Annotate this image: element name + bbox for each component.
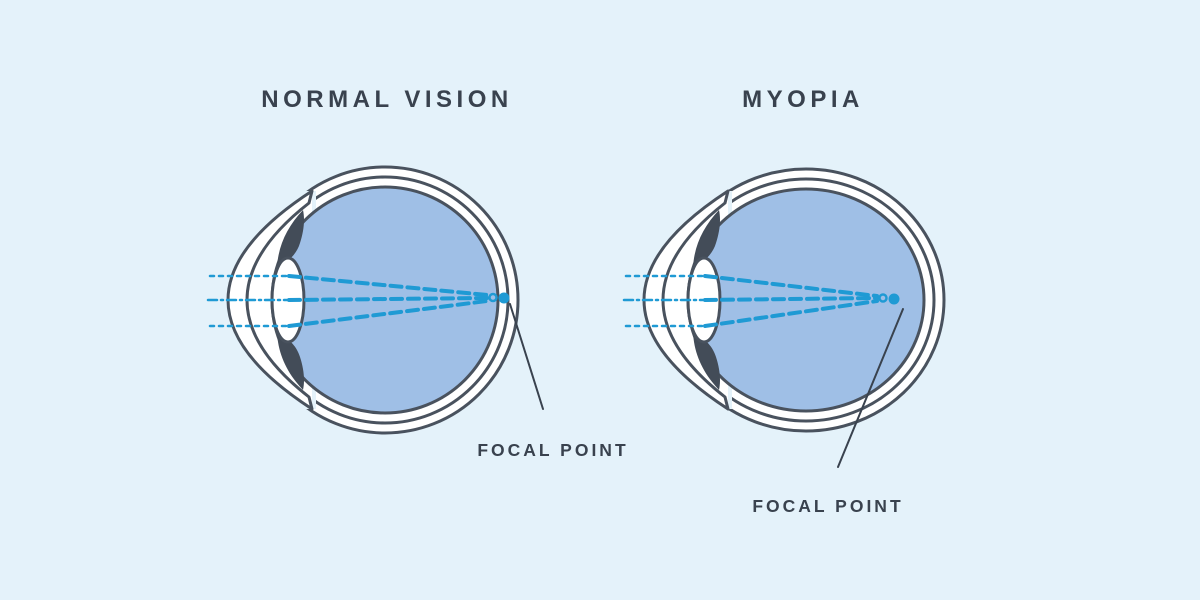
light-ray-middle-inner	[287, 296, 489, 302]
focal-point-label-normal: FOCAL POINT	[477, 440, 628, 460]
cornea	[642, 189, 730, 411]
iris-upper	[277, 210, 304, 268]
iris-lower	[693, 332, 720, 390]
panel-title-normal-vision: NORMAL VISION	[261, 86, 512, 113]
panel-title-myopia: MYOPIA	[742, 86, 864, 113]
focal-point-dot	[498, 292, 510, 304]
light-ray-top-inner	[703, 274, 879, 298]
light-rays	[206, 274, 489, 328]
light-rays	[622, 274, 879, 328]
iris-upper	[693, 210, 720, 268]
myopia-eye-diagram	[622, 167, 946, 468]
cornea	[226, 189, 314, 411]
light-ray-bottom-inner	[703, 299, 879, 328]
light-ray-middle-inner	[703, 296, 879, 302]
light-ray-bottom-inner	[287, 299, 489, 328]
focal-point-ring	[488, 292, 498, 303]
normal-eye-diagram	[206, 165, 544, 435]
focal-point-pointer-line	[837, 308, 904, 468]
focal-point-pointer-line	[509, 303, 544, 410]
light-ray-top-inner	[287, 274, 489, 297]
focal-point-ring	[878, 293, 888, 303]
focal-point-dot	[888, 293, 900, 305]
focal-point-label-myopia: FOCAL POINT	[752, 496, 903, 516]
iris-lower	[277, 332, 304, 390]
